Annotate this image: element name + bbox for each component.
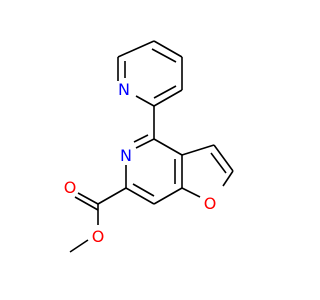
bond — [222, 170, 234, 187]
molecule-structure: N N O O O — [64, 40, 234, 253]
bond — [132, 183, 155, 197]
bond — [125, 187, 155, 205]
bond — [151, 48, 177, 63]
furan-oxygen-label: O — [204, 194, 217, 213]
carbonyl-oxygen-label: O — [64, 178, 77, 197]
bond — [210, 152, 227, 174]
bond — [153, 85, 177, 99]
bond — [69, 239, 89, 253]
bond — [153, 138, 183, 156]
bond — [133, 134, 149, 143]
bond — [135, 138, 155, 149]
bond — [153, 187, 183, 205]
pyridine-nitrogen-label: N — [118, 80, 130, 99]
bond — [77, 192, 99, 205]
bond — [181, 144, 215, 156]
bond — [213, 144, 234, 172]
atom-labels: N N O O O — [64, 80, 217, 246]
bond — [153, 40, 183, 58]
bond — [135, 95, 155, 107]
bond — [97, 187, 127, 205]
bond — [181, 187, 201, 198]
bond — [74, 196, 99, 211]
ester-oxygen-label: O — [92, 227, 105, 246]
bonds — [69, 40, 234, 253]
bond — [153, 89, 183, 107]
bond — [117, 40, 155, 58]
ring-nitrogen-label: N — [120, 146, 132, 165]
